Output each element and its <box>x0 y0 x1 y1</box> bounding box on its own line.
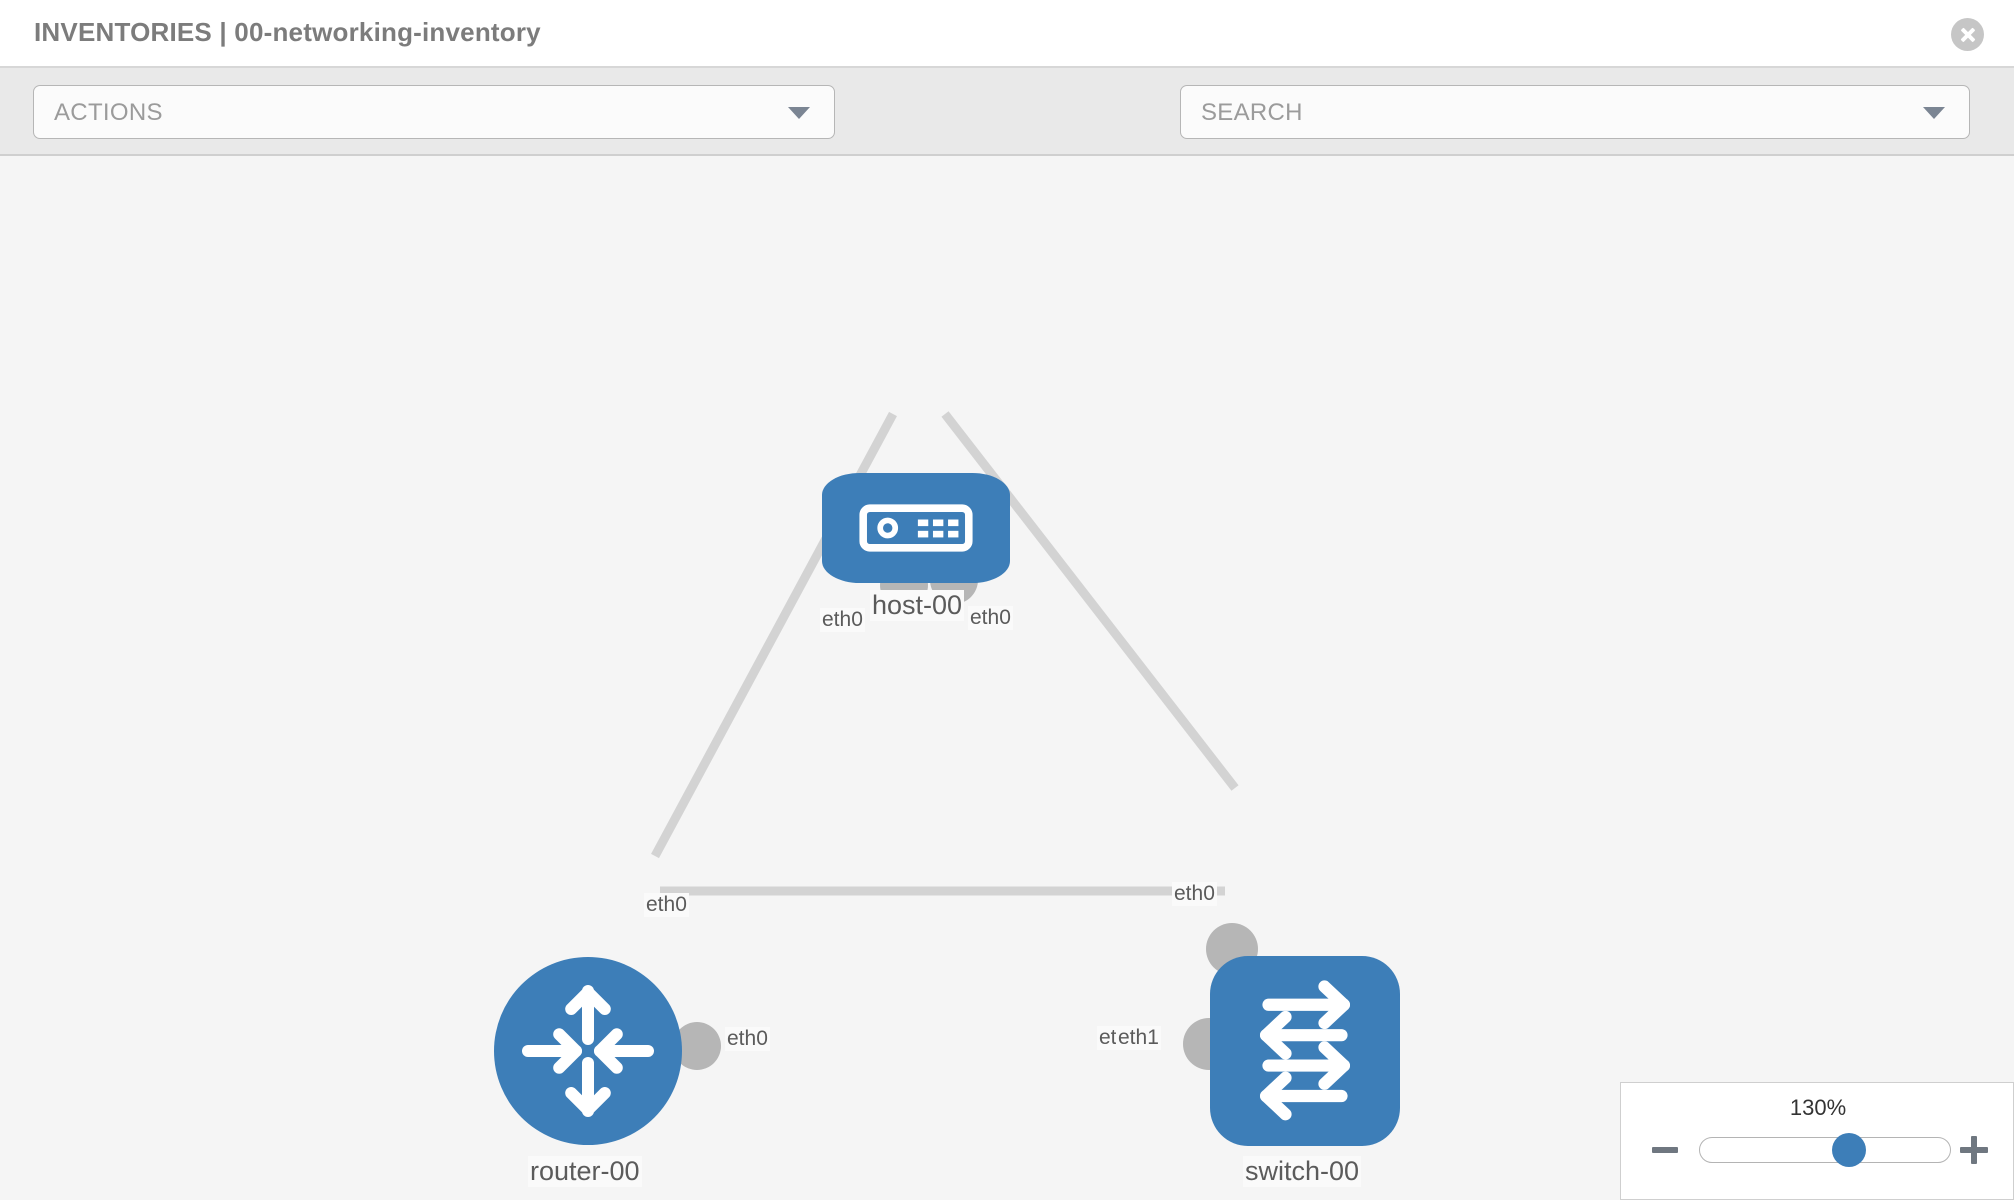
port-label-host-right: eth0 <box>968 606 1013 630</box>
actions-dropdown-label: ACTIONS <box>54 99 163 126</box>
search-placeholder: SEARCH <box>1201 99 1303 126</box>
port-label-router-up: eth0 <box>644 893 689 917</box>
port-label-switch-left: eth1 <box>1116 1026 1161 1050</box>
node-label-host-00: host-00 <box>870 590 965 621</box>
topology-edges <box>651 411 1239 896</box>
edge-host-switch <box>941 411 1239 791</box>
zoom-control-panel: 130% <box>1620 1082 2014 1200</box>
actions-dropdown[interactable]: ACTIONS <box>33 85 835 139</box>
chevron-down-icon <box>1923 107 1945 119</box>
port-label-host-left: eth0 <box>820 608 865 632</box>
node-router-00[interactable] <box>494 957 682 1145</box>
port-label-router-right: eth0 <box>725 1027 770 1051</box>
page-header: INVENTORIES | 00-networking-inventory <box>0 0 2014 68</box>
plus-icon[interactable] <box>1957 1133 1991 1167</box>
node-label-switch-00: switch-00 <box>1243 1156 1362 1187</box>
node-host-00[interactable] <box>822 473 1010 583</box>
minus-icon[interactable] <box>1649 1133 1683 1167</box>
close-icon[interactable] <box>1951 18 1984 51</box>
zoom-slider-track[interactable] <box>1699 1133 1951 1167</box>
router-arrows-icon <box>522 985 654 1117</box>
page-title: INVENTORIES | 00-networking-inventory <box>34 17 541 47</box>
search-input[interactable]: SEARCH <box>1180 85 1970 139</box>
topology-canvas[interactable]: host-00 eth0 eth0 <box>0 156 2014 1200</box>
zoom-slider-handle[interactable] <box>1831 1133 1866 1167</box>
switch-arrows-icon <box>1259 980 1351 1121</box>
node-switch-00[interactable] <box>1210 956 1400 1146</box>
server-icon <box>859 504 973 552</box>
zoom-level-value: 130% <box>1789 1095 1847 1120</box>
chevron-down-icon <box>788 107 810 119</box>
toolbar: ACTIONS SEARCH <box>0 68 2014 193</box>
port-label-switch-up: eth0 <box>1172 882 1217 906</box>
node-label-router-00: router-00 <box>528 1156 642 1187</box>
